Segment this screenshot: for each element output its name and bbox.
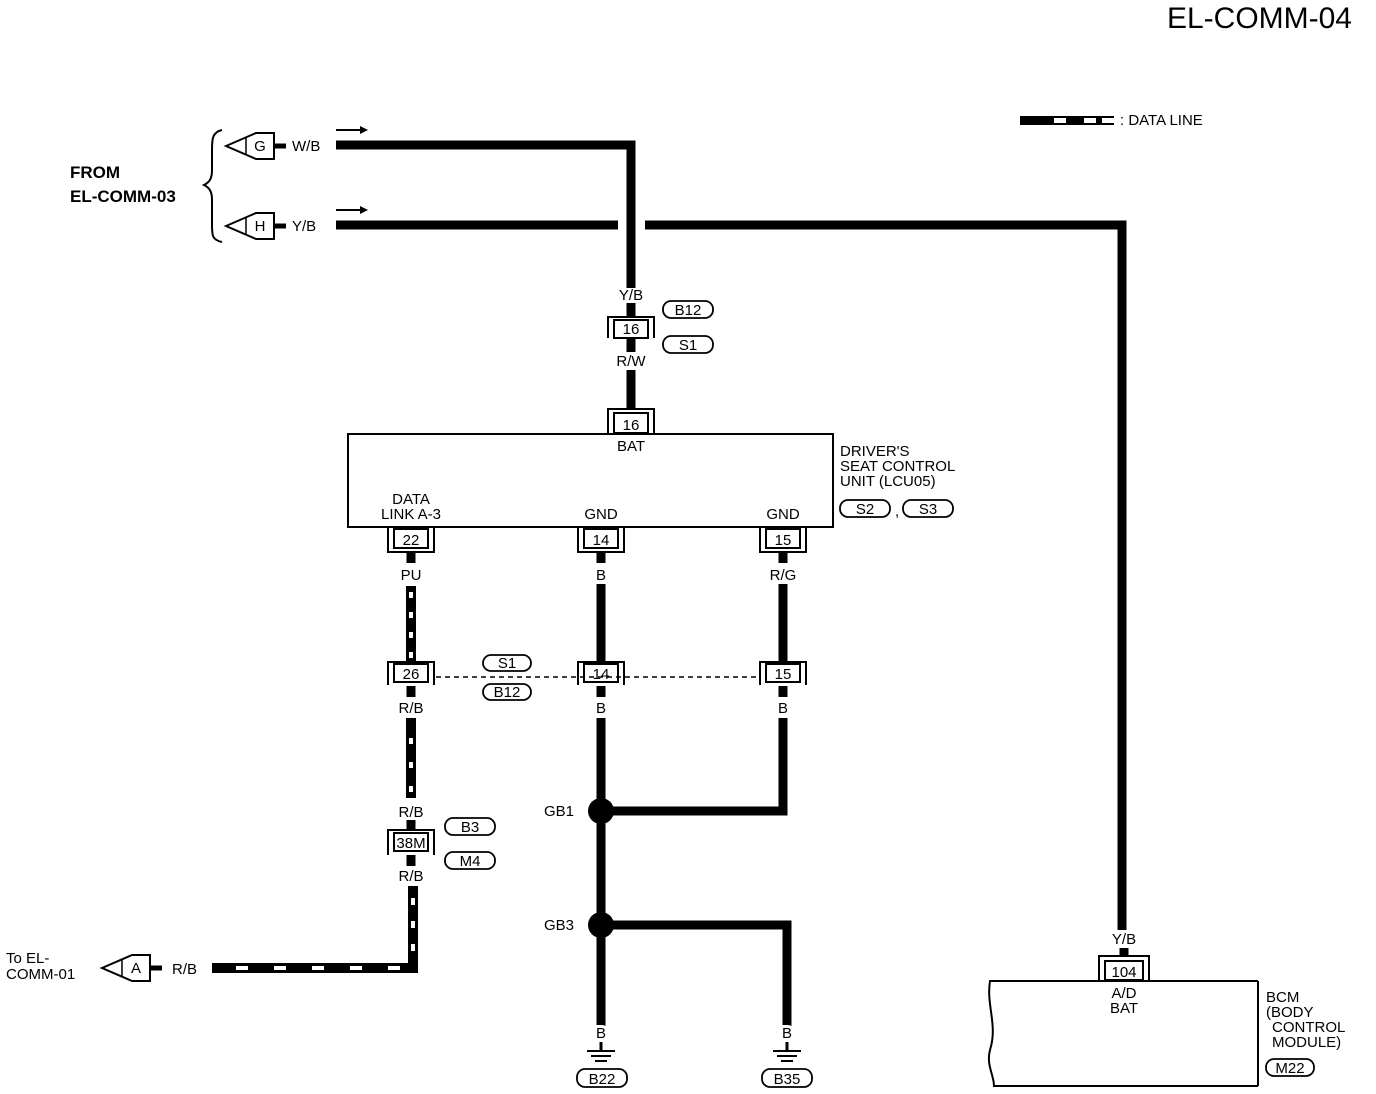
svg-text:M22: M22	[1275, 1060, 1304, 1077]
pin-38m: 38M	[387, 829, 435, 855]
svg-text:M4: M4	[460, 853, 481, 870]
bcm-name-3: CONTROL	[1272, 1019, 1345, 1036]
wire-rb-above-38-label: R/B	[398, 804, 423, 821]
tag-m22: M22	[1265, 1058, 1315, 1077]
svg-text:S2: S2	[856, 501, 874, 518]
seat-unit-datalink-1: DATA	[392, 491, 430, 508]
seat-unit-gnd-1: GND	[584, 506, 618, 523]
svg-text:S1: S1	[679, 337, 697, 354]
svg-text:B3: B3	[461, 819, 479, 836]
pin-14-joint: 14	[577, 661, 625, 685]
bcm-box	[987, 980, 1258, 1087]
seat-unit-name-1: DRIVER'S	[840, 443, 910, 460]
splice-gb3-label: GB3	[544, 917, 574, 934]
wire-yb-top-label: Y/B	[619, 287, 643, 304]
from-ref-line2: EL-COMM-03	[70, 187, 176, 206]
splice-gb3	[588, 912, 614, 938]
bcm-pin-label-2: BAT	[1110, 1000, 1138, 1017]
svg-text:B12: B12	[675, 302, 702, 319]
wire-rb-out-label: R/B	[172, 961, 197, 978]
svg-text:22: 22	[403, 532, 420, 549]
svg-text:16: 16	[623, 321, 640, 338]
ground-icon	[587, 1050, 615, 1062]
svg-text:15: 15	[775, 532, 792, 549]
bcm-name-2: (BODY	[1266, 1004, 1314, 1021]
wire-yb-in-label: Y/B	[292, 218, 316, 235]
wire-pu-label: PU	[401, 567, 422, 584]
seat-unit-gnd-2: GND	[766, 506, 800, 523]
pin-22: 22	[387, 527, 435, 553]
seat-control-unit	[347, 433, 834, 528]
svg-text:S3: S3	[919, 501, 937, 518]
wire-rb-below-26-label: R/B	[398, 700, 423, 717]
svg-text:104: 104	[1111, 964, 1136, 981]
ground-wires	[596, 718, 792, 1026]
bcm-pin-label-1: A/D	[1111, 985, 1136, 1002]
tag-s3: S3	[902, 499, 954, 518]
tag-s1-joint: S1	[482, 654, 532, 672]
top-wires	[336, 140, 1127, 930]
to-ref-line1: To EL-	[6, 950, 49, 967]
from-ref-line1: FROM	[70, 163, 120, 182]
pin-15-unit: 15	[759, 527, 807, 553]
svg-text:S1: S1	[498, 655, 516, 672]
wire-rg-label: R/G	[770, 567, 797, 584]
pin-16-unit: 16	[607, 408, 655, 434]
bcm-name-4: MODULE)	[1272, 1034, 1341, 1051]
tag-m4: M4	[444, 851, 496, 870]
connector-a-label: A	[131, 960, 141, 977]
svg-text:14: 14	[593, 666, 610, 683]
connector-h: H	[223, 212, 286, 240]
svg-text:14: 14	[593, 532, 610, 549]
connector-h-label: H	[255, 218, 266, 235]
pin-14-unit: 14	[577, 527, 625, 553]
connector-a: A	[99, 954, 162, 982]
svg-text:B35: B35	[774, 1071, 801, 1088]
bcm-name-1: BCM	[1266, 989, 1299, 1006]
splice-gb1-label: GB1	[544, 803, 574, 820]
wire-rb-below-38-label: R/B	[398, 868, 423, 885]
legend-label: : DATA LINE	[1120, 112, 1203, 129]
tag-separator: ,	[895, 503, 899, 520]
wire-b-14-label: B	[596, 567, 606, 584]
data-line-legend: : DATA LINE	[1020, 112, 1203, 129]
connector-g-label: G	[254, 138, 266, 155]
wire-b-gnd2-label: B	[782, 1025, 792, 1042]
svg-text:38M: 38M	[396, 835, 425, 852]
splice-gb1	[588, 798, 614, 824]
wire-yb-bcm-label: Y/B	[1112, 931, 1136, 948]
wire-b-gnd1-label: B	[596, 1025, 606, 1042]
svg-text:26: 26	[403, 666, 420, 683]
tag-b35: B35	[761, 1068, 813, 1088]
tag-b12-joint: B12	[482, 683, 532, 701]
pin-16-joint: 16	[607, 316, 655, 339]
wire-b-below-15-label: B	[778, 700, 788, 717]
ground-icon	[773, 1050, 801, 1062]
pin-104: 104	[1098, 955, 1150, 981]
svg-text:B12: B12	[494, 684, 521, 701]
to-ref-line2: COMM-01	[6, 966, 75, 983]
pin-15-joint: 15	[759, 661, 807, 685]
svg-text:16: 16	[623, 417, 640, 434]
wire-wb-in-label: W/B	[292, 138, 320, 155]
tag-b12-top: B12	[662, 300, 714, 319]
wire-b-below-14-label: B	[596, 700, 606, 717]
data-line-rb-out	[212, 886, 418, 973]
tag-s1-top: S1	[662, 335, 714, 354]
svg-text:B22: B22	[589, 1071, 616, 1088]
wire-rw-label: R/W	[616, 353, 646, 370]
connector-g: G	[223, 132, 286, 160]
seat-unit-name-2: SEAT CONTROL	[840, 458, 955, 475]
tag-b3: B3	[444, 817, 496, 836]
tag-s2: S2	[839, 499, 891, 518]
pin-26: 26	[387, 661, 435, 685]
svg-text:15: 15	[775, 666, 792, 683]
page-title: EL-COMM-04	[1167, 2, 1352, 35]
seat-unit-datalink-2: LINK A-3	[381, 506, 441, 523]
tag-b22: B22	[576, 1068, 628, 1088]
seat-unit-bat: BAT	[617, 438, 645, 455]
from-ref-brace	[201, 129, 223, 243]
seat-unit-name-3: UNIT (LCU05)	[840, 473, 936, 490]
